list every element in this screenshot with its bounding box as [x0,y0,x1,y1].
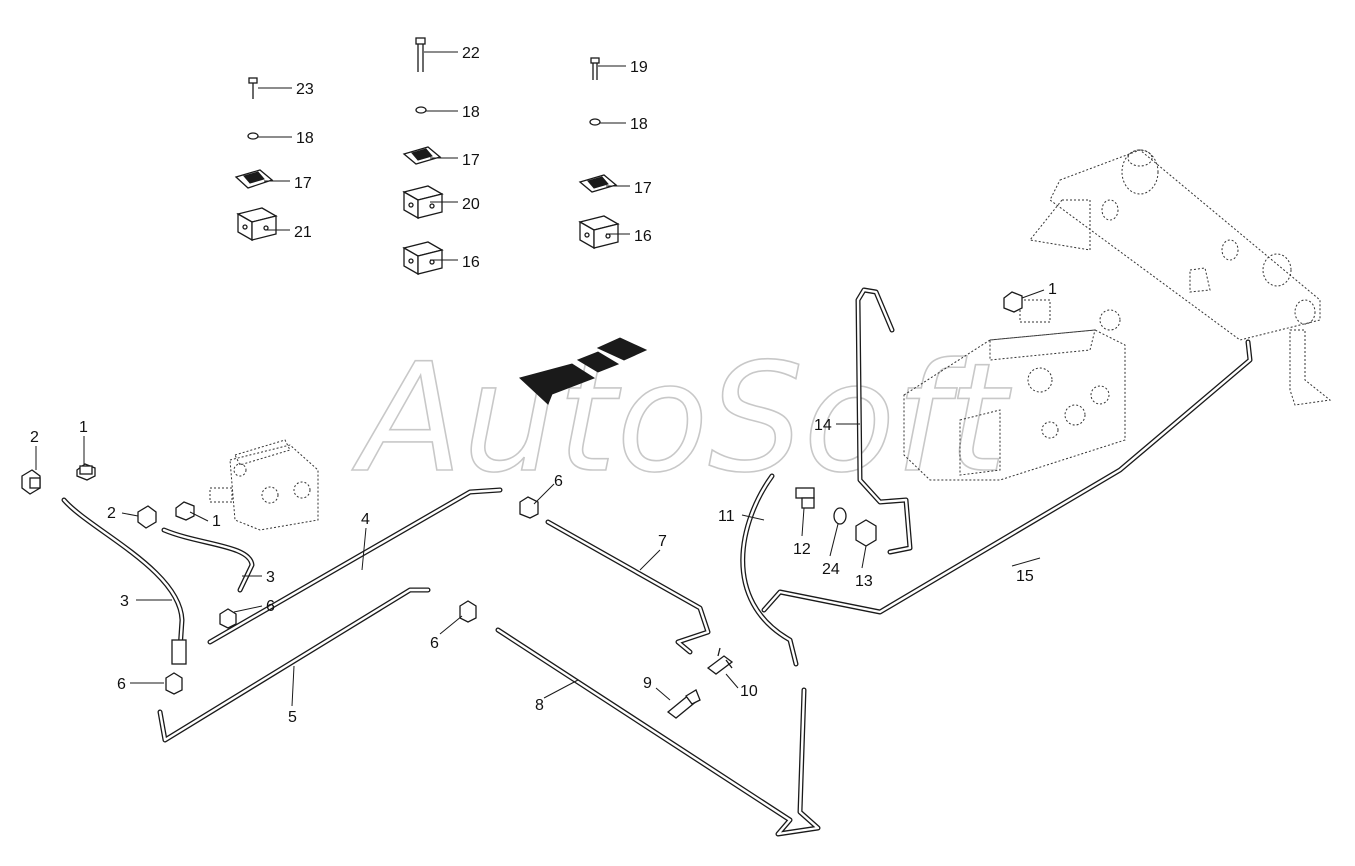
pipe-part-15 [761,339,1253,615]
callout-21: 21 [294,224,312,241]
fitting-part-6-a [219,608,237,629]
pipe-part-14 [855,287,913,555]
callout-13: 13 [855,573,873,590]
fitting-part-2-middle [137,505,157,529]
pipe-part-5 [157,587,431,743]
fitting-part-2-left [21,469,41,495]
manifold-frame-ghost [1029,149,1332,406]
callout-7: 7 [658,533,667,550]
fitting-part-6-d [459,600,477,623]
callout-1: 1 [212,513,221,530]
hose-part-3-right [161,527,255,593]
adapter-part-12 [795,487,815,509]
view-direction-arrow-icon [518,337,648,405]
callout-17: 17 [294,175,312,192]
callout-23: 23 [296,81,314,98]
hose-part-3-left [61,497,187,665]
leader-lines [35,51,1045,707]
callout-3: 3 [266,569,275,586]
callout-11: 11 [718,508,735,525]
callout-24: 24 [822,561,840,578]
callout-6: 6 [554,473,563,490]
fitting-part-1-right [1003,291,1023,313]
clamp-block-part-16-right [578,215,620,250]
callout-8: 8 [535,697,544,714]
clamp-plate-part-17-middle [402,146,442,165]
clamp-block-part-21 [236,207,278,242]
callout-14: 14 [814,417,832,434]
callout-6: 6 [117,676,126,693]
callout-15: 15 [1016,568,1034,585]
callout-18: 18 [296,130,314,147]
hose-part-11 [740,473,799,667]
bolt-part-19 [590,57,600,80]
clamp-plate-part-17-right [578,174,618,193]
callout-16: 16 [634,228,652,245]
watermark-text: AutoSoft [352,332,1012,506]
bolt-part-22 [415,37,426,72]
washer-part-18-right [589,118,601,126]
callout-16: 16 [462,254,480,271]
callout-9: 9 [643,675,652,692]
callout-2: 2 [30,429,39,446]
callout-1: 1 [1048,281,1057,298]
small-valve-block-ghost [209,439,319,531]
callout-1: 1 [79,419,88,436]
clamp-plate-part-17-left [234,169,274,189]
tee-fitting-part-10 [706,647,734,675]
callout-6: 6 [430,635,439,652]
callout-22: 22 [462,45,480,62]
callout-18: 18 [630,116,648,133]
callout-3: 3 [120,593,129,610]
washer-part-18-left [247,132,259,140]
fitting-part-1-middle [175,501,195,521]
nut-part-13 [855,519,877,547]
callout-6: 6 [266,598,275,615]
callout-12: 12 [793,541,811,558]
callout-20: 20 [462,196,480,213]
callout-19: 19 [630,59,648,76]
seal-ring-part-24 [833,507,847,525]
callout-18: 18 [462,104,480,121]
elbow-fitting-part-9 [666,689,701,719]
pipe-part-4 [207,487,503,645]
clamp-block-part-20 [402,185,444,220]
washer-part-18-middle [415,106,427,114]
callout-5: 5 [288,709,297,726]
callout-labels: 23 18 17 21 22 18 17 20 16 19 18 17 16 1… [30,45,1057,726]
callout-17: 17 [634,180,652,197]
callout-2: 2 [107,505,116,522]
callout-10: 10 [740,683,758,700]
bolt-part-23 [248,77,258,99]
fitting-part-1-left [76,463,96,481]
callout-17: 17 [462,152,480,169]
main-valve-block-ghost [903,299,1126,481]
pipe-part-7 [545,519,711,655]
fitting-part-6-c [519,496,539,519]
fitting-part-6-b [165,672,183,695]
pipe-part-8 [495,627,821,837]
callout-4: 4 [361,511,370,528]
clamp-block-part-16-middle [402,241,444,276]
